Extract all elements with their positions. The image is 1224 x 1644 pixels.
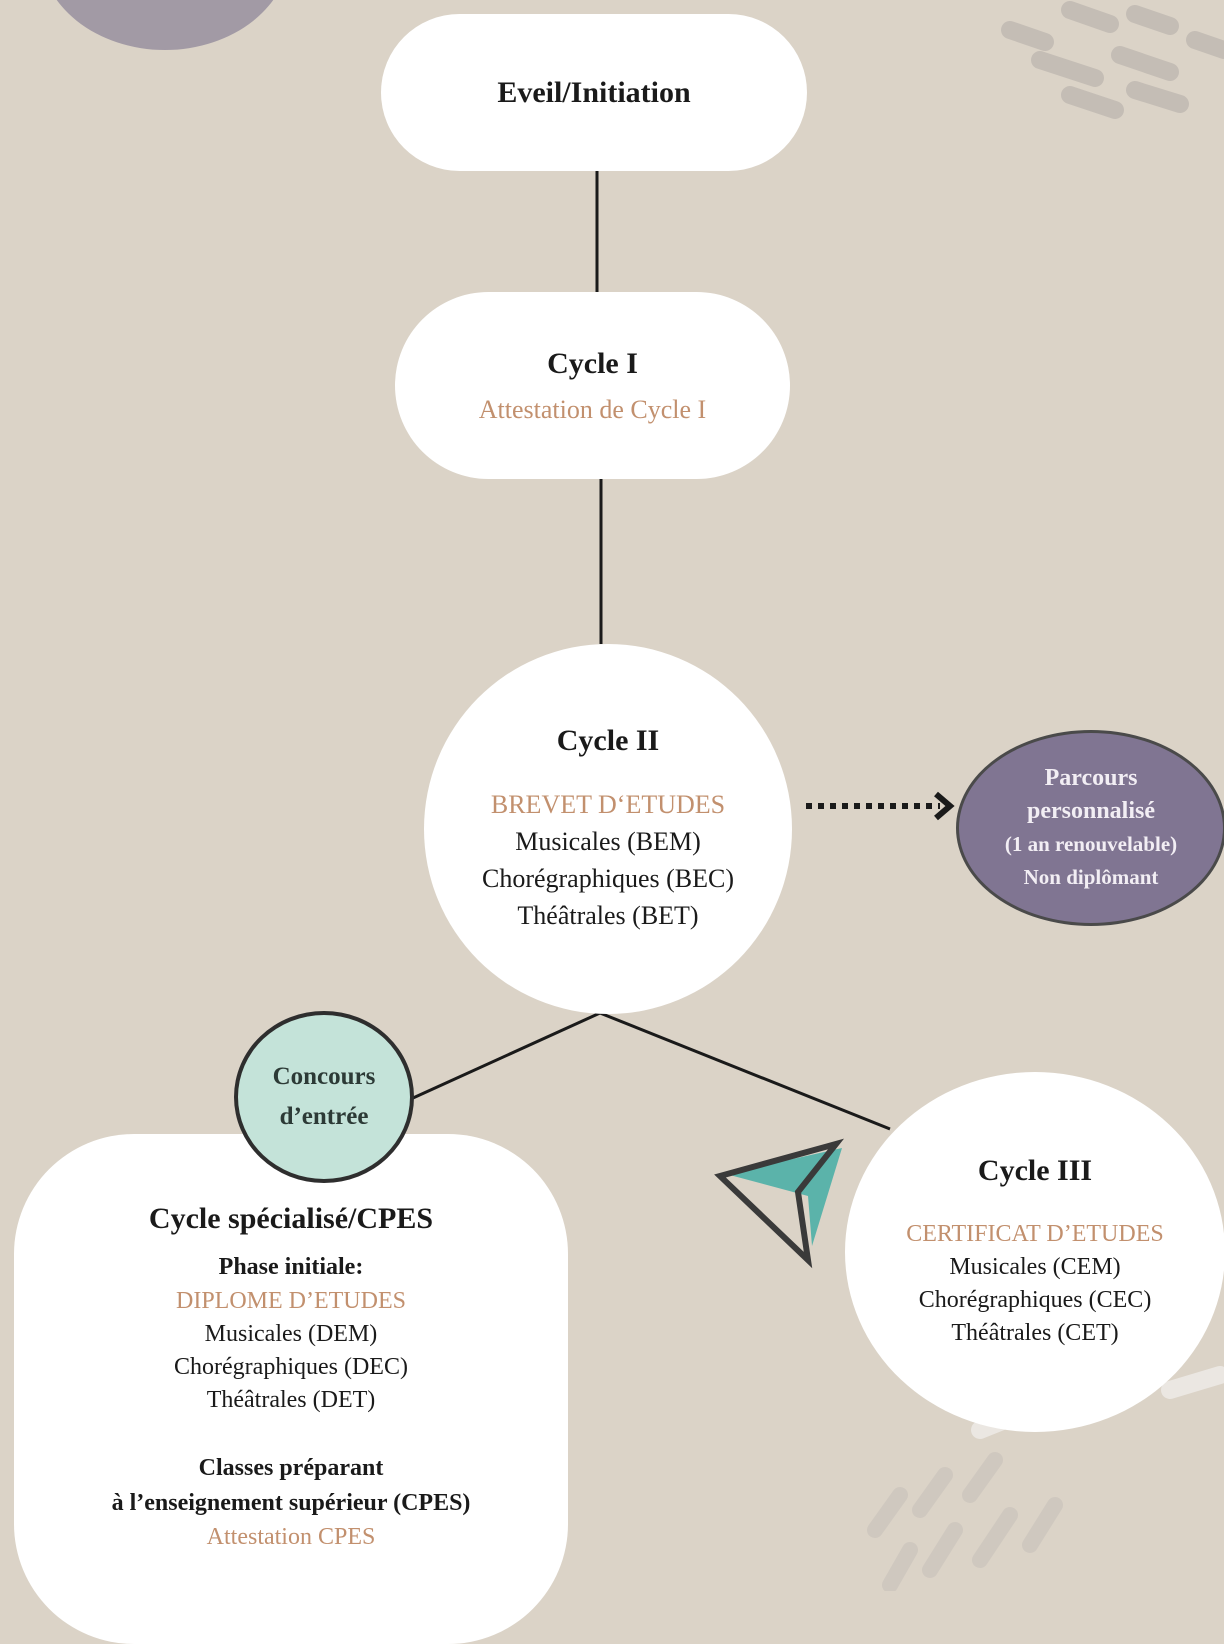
specialise-line-2: Chorégraphiques (DEC): [174, 1354, 408, 1380]
paper-plane-arrow-icon: [714, 1138, 845, 1269]
specialise-cpes-diploma: Attestation CPES: [206, 1524, 376, 1550]
node-cycle-1: Cycle I Attestation de Cycle I: [395, 292, 790, 479]
connector-cycle2-cycle3: [599, 1011, 891, 1131]
node-concours-entree: Concours d’entrée: [234, 1011, 414, 1183]
parcours-line-4: Non diplômant: [1023, 865, 1159, 889]
cycle2-title: Cycle II: [556, 724, 660, 757]
parcours-line-1: Parcours: [1044, 765, 1138, 791]
cycle1-title: Cycle I: [547, 346, 638, 380]
node-parcours-personnalise: Parcours personnalisé (1 an renouvelable…: [956, 730, 1224, 926]
cycle1-diploma: Attestation de Cycle I: [478, 394, 707, 424]
dotted-arrow-head: [934, 791, 955, 821]
specialise-title: Cycle spécialisé/CPES: [148, 1202, 434, 1235]
cycle3-title: Cycle III: [977, 1154, 1093, 1187]
concours-line-2: d’entrée: [279, 1103, 369, 1130]
parcours-line-3: (1 an renouvelable): [1004, 832, 1178, 856]
node-cycle-specialise: Cycle spécialisé/CPES Phase initiale: DI…: [14, 1134, 568, 1644]
connector-cycle2-concours: [412, 1011, 601, 1100]
cycle3-line-2: Chorégraphiques (CEC): [918, 1287, 1152, 1313]
specialise-line-1: Musicales (DEM): [204, 1321, 378, 1347]
node-cycle-3: Cycle III CERTIFICAT D’ETUDES Musicales …: [845, 1072, 1224, 1432]
specialise-cpes-label-2: à l’enseignement supérieur (CPES): [111, 1490, 471, 1516]
cycle3-line-1: Musicales (CEM): [949, 1254, 1121, 1280]
cycle3-line-3: Théâtrales (CET): [951, 1320, 1119, 1346]
decorative-dashes-top-right: [1001, 1, 1224, 119]
connector-lines: [412, 170, 955, 1131]
cycle2-line-1: Musicales (BEM): [515, 827, 701, 856]
cycle3-diploma: CERTIFICAT D’ETUDES: [906, 1221, 1164, 1247]
concours-line-1: Concours: [272, 1063, 376, 1090]
specialise-phase-label: Phase initiale:: [218, 1254, 364, 1280]
eveil-title: Eveil/Initiation: [497, 75, 691, 109]
specialise-line-3: Théâtrales (DET): [206, 1387, 376, 1413]
node-cycle-2: Cycle II BREVET D‘ETUDES Musicales (BEM)…: [424, 644, 792, 1014]
node-eveil-initiation: Eveil/Initiation: [381, 14, 807, 171]
specialise-diploma: DIPLOME D’ETUDES: [176, 1288, 406, 1314]
cycle2-line-3: Théâtrales (BET): [517, 901, 699, 930]
specialise-cpes-label-1: Classes préparant: [198, 1455, 384, 1481]
cycle2-diploma: BREVET D‘ETUDES: [490, 790, 726, 819]
cycle2-line-2: Chorégraphiques (BEC): [481, 864, 734, 893]
parcours-line-2: personnalisé: [1026, 798, 1155, 824]
